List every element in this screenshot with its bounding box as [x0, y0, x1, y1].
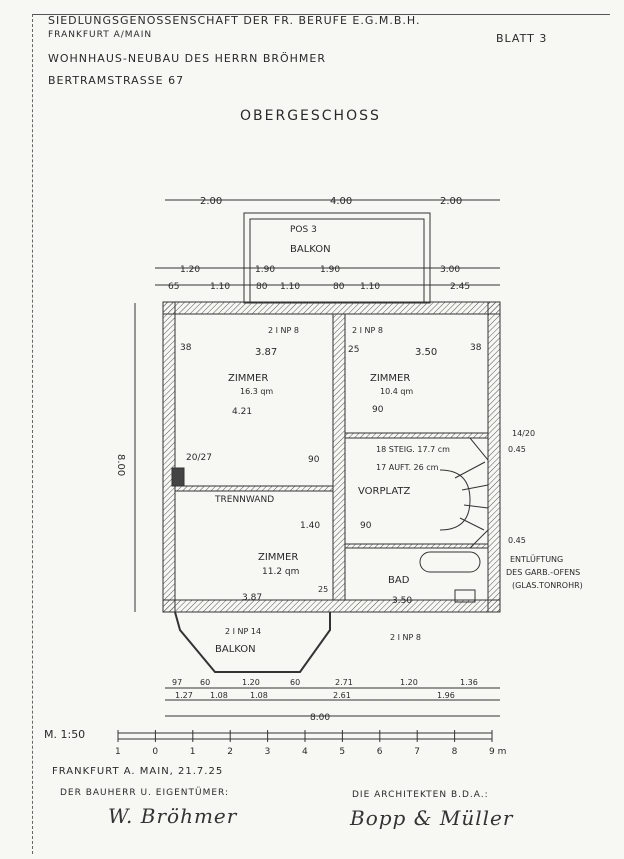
architects-signature: Bopp & Müller	[350, 806, 514, 830]
dim-label: 65	[168, 282, 179, 292]
dim-label-total: 8.00	[310, 713, 330, 723]
owner-signature: W. Bröhmer	[108, 804, 238, 828]
dim-label: 60	[290, 678, 300, 687]
dim-label: 3.50	[392, 596, 412, 606]
lintel-label: 2 I NP 8	[352, 326, 383, 335]
stairs-label: 17 AUFT. 26 cm	[376, 463, 439, 472]
dim-label: 38	[180, 343, 192, 353]
dim-label: 3.87	[242, 593, 262, 603]
dim-label: 0.45	[508, 536, 526, 545]
bathtub	[419, 551, 481, 573]
dim-label: 25	[318, 585, 328, 594]
balcony-pos-label: POS 3	[290, 225, 317, 235]
dim-label: 25	[348, 345, 359, 355]
dim-label: 4.00	[330, 196, 352, 207]
bath-stove	[454, 589, 476, 603]
stair-winder	[439, 469, 471, 531]
dim-label: 2.00	[440, 196, 462, 207]
place-date: FRANKFURT A. MAIN, 21.7.25	[52, 766, 224, 777]
top-border	[32, 14, 610, 15]
room-area: 10.4 qm	[380, 387, 413, 396]
left-border	[32, 14, 34, 854]
room-label: BAD	[388, 575, 410, 586]
scale-tick-label: 0	[152, 747, 158, 757]
stair-outline	[410, 437, 489, 549]
dim-label: 1.20	[180, 265, 200, 275]
scale-tick-label: 9 m	[489, 747, 506, 757]
dim-label: 1.90	[255, 265, 275, 275]
dim-label: 1.10	[360, 282, 380, 292]
room-area: 16.3 qm	[240, 387, 273, 396]
project-title: WOHNHAUS-NEUBAU DES HERRN BRÖHMER	[48, 52, 327, 65]
dim-label: 0.45	[508, 445, 526, 454]
dim-label: 1.08	[250, 691, 268, 700]
ventilation-note: (GLAS.TONROHR)	[512, 581, 583, 590]
scale-tick-label: 1	[190, 747, 196, 757]
dim-label: 1.10	[210, 282, 230, 292]
room-label: ZIMMER	[258, 552, 298, 563]
dim-label: 1.40	[300, 521, 320, 531]
scale-tick-label: 7	[414, 747, 420, 757]
dim-label: 1.20	[242, 678, 260, 687]
chimney-label: 20/27	[186, 453, 212, 463]
dim-label: 60	[200, 678, 210, 687]
dim-label: 1.27	[175, 691, 193, 700]
city: FRANKFURT A/MAIN	[48, 30, 153, 40]
scale-tick-label: 3	[265, 747, 271, 757]
room-label: ZIMMER	[228, 373, 268, 384]
scale-tick-label: 5	[339, 747, 345, 757]
dim-label: 80	[333, 282, 345, 292]
dim-label: 2.71	[335, 678, 353, 687]
stairs-label: 18 STEIG. 17.7 cm	[376, 445, 450, 454]
org-name: SIEDLUNGSGENOSSENSCHAFT DER FR. BERUFE E…	[48, 14, 421, 27]
dim-label: 4.21	[232, 407, 252, 417]
scale-tick-label: 2	[227, 747, 233, 757]
dim-label: 1.10	[280, 282, 300, 292]
dim-label: 2.45	[450, 282, 470, 292]
lintel-label: 2 I NP 8	[268, 326, 299, 335]
room-label: ZIMMER	[370, 373, 410, 384]
architects-label: DIE ARCHITEKTEN B.D.A.:	[352, 790, 489, 800]
dim-label: 14/20	[512, 429, 535, 438]
sheet-number: BLATT 3	[496, 32, 548, 45]
scale-tick-label: 6	[377, 747, 383, 757]
dim-label: 2.00	[200, 196, 222, 207]
ventilation-note: DES GARB.-OFENS	[506, 568, 580, 577]
scale-tick-label: 4	[302, 747, 308, 757]
dim-label: 1.20	[400, 678, 418, 687]
dim-label: 3.50	[415, 347, 437, 358]
dim-label: 3.87	[255, 347, 277, 358]
scale-tick-label: 8	[452, 747, 458, 757]
dim-label: 1.96	[437, 691, 455, 700]
room-area: 11.2 qm	[262, 567, 299, 577]
scale-tick-label: 1	[115, 747, 121, 757]
dim-label: 3.00	[440, 265, 460, 275]
dim-label: 97	[172, 678, 182, 687]
dim-label: 90	[308, 455, 320, 465]
partition-label: TRENNWAND	[214, 495, 274, 505]
address: BERTRAMSTRASSE 67	[48, 74, 185, 87]
room-label: BALKON	[215, 644, 256, 655]
lintel-label: 2 I NP 8	[390, 633, 421, 642]
balcony-bottom-outline	[174, 611, 331, 673]
balcony-top-label: BALKON	[290, 244, 331, 255]
floor-title: OBERGESCHOSS	[240, 108, 381, 124]
dim-label: 1.90	[320, 265, 340, 275]
room-label: VORPLATZ	[358, 486, 410, 497]
dim-label: 2.61	[333, 691, 351, 700]
dim-label: 1.08	[210, 691, 228, 700]
dim-label-left: 8.00	[115, 454, 126, 476]
lintel-label: 2 I NP 14	[225, 627, 261, 636]
dim-label: 1.36	[460, 678, 478, 687]
scale-label: M. 1:50	[44, 728, 85, 741]
walls	[162, 301, 501, 613]
dim-label: 80	[256, 282, 268, 292]
owner-label: DER BAUHERR U. EIGENTÜMER:	[60, 788, 230, 798]
dim-label: 90	[372, 405, 384, 415]
dim-label: 90	[360, 521, 372, 531]
dim-label: 38	[470, 343, 482, 353]
ventilation-note: ENTLÜFTUNG	[510, 554, 563, 564]
